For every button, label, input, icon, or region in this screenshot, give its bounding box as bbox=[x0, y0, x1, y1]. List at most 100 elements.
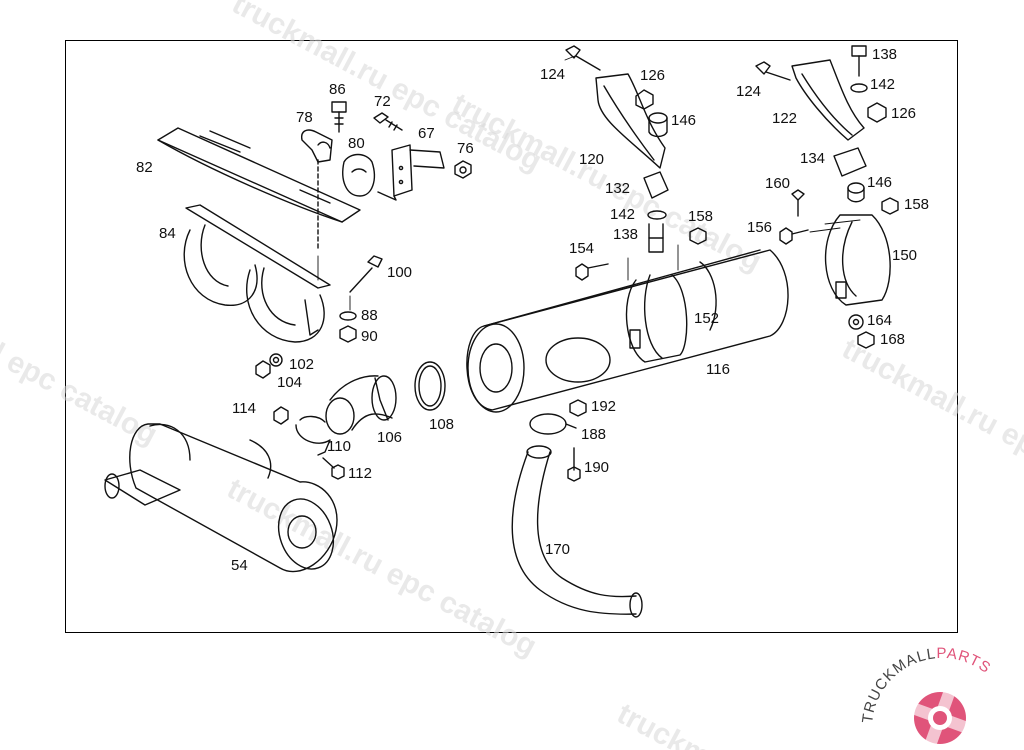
callout-110: 110 bbox=[327, 438, 351, 455]
diagram-frame bbox=[65, 40, 958, 633]
part-142a-washer bbox=[647, 210, 667, 220]
part-158a-nut bbox=[689, 227, 707, 245]
callout-labels: 54 67 72 76 78 80 82 84 86 88 90 100 102… bbox=[136, 46, 929, 574]
callout-126a: 126 bbox=[640, 67, 665, 84]
part-102-washer bbox=[269, 353, 283, 367]
part-158b-nut bbox=[881, 197, 899, 215]
part-146a-sleeve bbox=[648, 112, 668, 138]
logo-brand-accent: PARTS bbox=[936, 645, 994, 677]
callout-114: 114 bbox=[232, 400, 256, 417]
callout-106: 106 bbox=[377, 429, 402, 446]
part-120-bracket bbox=[595, 73, 666, 169]
part-124a-bolt bbox=[565, 45, 601, 71]
part-164-washer bbox=[848, 314, 864, 330]
part-124b-bolt bbox=[755, 61, 791, 81]
part-88-washer bbox=[339, 311, 357, 321]
callout-158a: 158 bbox=[688, 208, 713, 225]
part-84-double-bracket bbox=[183, 204, 331, 343]
callout-188: 188 bbox=[581, 426, 606, 443]
part-106-pipe-bend bbox=[325, 375, 397, 435]
part-76-nut bbox=[454, 160, 472, 179]
leader-lines bbox=[317, 55, 861, 311]
callout-142b: 142 bbox=[870, 76, 895, 93]
part-108-ring bbox=[414, 361, 446, 411]
part-122-bracket bbox=[791, 59, 865, 141]
part-104-nut bbox=[255, 360, 271, 379]
callout-84: 84 bbox=[159, 225, 176, 242]
callout-76: 76 bbox=[457, 140, 474, 157]
callout-86: 86 bbox=[329, 81, 346, 98]
part-100-bolt bbox=[349, 255, 383, 293]
gear-icon bbox=[909, 687, 971, 749]
callout-134: 134 bbox=[800, 150, 825, 167]
callout-124b: 124 bbox=[736, 83, 761, 100]
callout-146b: 146 bbox=[867, 174, 892, 191]
callout-54: 54 bbox=[231, 557, 248, 574]
part-112-bolt bbox=[322, 457, 345, 480]
callout-104: 104 bbox=[277, 374, 302, 391]
part-116-muffler bbox=[466, 249, 789, 413]
callout-112: 112 bbox=[348, 465, 372, 482]
callout-156: 156 bbox=[747, 219, 772, 236]
callout-170: 170 bbox=[545, 541, 570, 558]
callout-164: 164 bbox=[867, 312, 892, 329]
part-132-bracket bbox=[643, 171, 669, 199]
callout-124a: 124 bbox=[540, 66, 565, 83]
callout-82: 82 bbox=[136, 159, 153, 176]
part-80-rubber-bush bbox=[342, 153, 376, 197]
callout-158b: 158 bbox=[904, 196, 929, 213]
part-168-nut bbox=[857, 331, 875, 349]
callout-78: 78 bbox=[296, 109, 313, 126]
callout-72: 72 bbox=[374, 93, 391, 110]
part-150-band-clamp bbox=[824, 214, 891, 306]
part-188-clamp bbox=[529, 413, 577, 435]
callout-146a: 146 bbox=[671, 112, 696, 129]
callout-120: 120 bbox=[579, 151, 604, 168]
callout-108: 108 bbox=[429, 416, 454, 433]
callout-90: 90 bbox=[361, 328, 378, 345]
callout-138b: 138 bbox=[872, 46, 897, 63]
callout-126b: 126 bbox=[891, 105, 916, 122]
part-134-bracket bbox=[833, 147, 867, 177]
callout-168: 168 bbox=[880, 331, 905, 348]
part-146b-sleeve bbox=[847, 182, 865, 203]
part-110-clamp bbox=[295, 415, 331, 456]
part-190-bolt bbox=[567, 447, 581, 482]
part-192-nut bbox=[569, 399, 587, 417]
watermark-corner: truckmal bbox=[612, 697, 738, 750]
part-114-nut bbox=[273, 406, 289, 425]
watermark-top: truckmall.ru epc catalog bbox=[227, 0, 547, 178]
callout-88: 88 bbox=[361, 307, 378, 324]
callout-190: 190 bbox=[584, 459, 609, 476]
callout-122: 122 bbox=[772, 110, 797, 127]
part-126b-nut bbox=[867, 102, 887, 123]
callout-152: 152 bbox=[694, 310, 719, 327]
callout-80: 80 bbox=[348, 135, 365, 152]
part-138a-bolt bbox=[648, 223, 664, 253]
callout-100: 100 bbox=[387, 264, 412, 281]
part-86-bolt bbox=[331, 101, 347, 133]
callout-192: 192 bbox=[591, 398, 616, 415]
watermark-right: truckmall.ru epc catalog bbox=[837, 332, 1024, 523]
watermark-left: l epc catalog bbox=[0, 337, 163, 451]
truckmallparts-logo: TRUCKMALLPARTS bbox=[859, 645, 994, 749]
part-90-nut bbox=[339, 325, 357, 343]
part-72-bolt bbox=[373, 112, 403, 131]
part-156-bolt bbox=[779, 227, 809, 245]
callout-154: 154 bbox=[569, 240, 594, 257]
part-82-heat-shield bbox=[157, 127, 361, 251]
callout-142a: 142 bbox=[610, 206, 635, 223]
part-152-band-clamp bbox=[625, 274, 688, 363]
part-78-clip bbox=[301, 129, 333, 163]
part-67-bracket bbox=[377, 144, 445, 201]
callout-132: 132 bbox=[605, 180, 630, 197]
callout-160: 160 bbox=[765, 175, 790, 192]
part-170-tailpipe bbox=[511, 445, 643, 618]
part-54-muffler bbox=[104, 423, 338, 573]
callout-138a: 138 bbox=[613, 226, 638, 243]
part-160-bolt bbox=[791, 189, 805, 217]
part-138b-bolt bbox=[851, 45, 867, 77]
part-126a-nut bbox=[635, 89, 654, 110]
callout-116: 116 bbox=[706, 361, 730, 378]
